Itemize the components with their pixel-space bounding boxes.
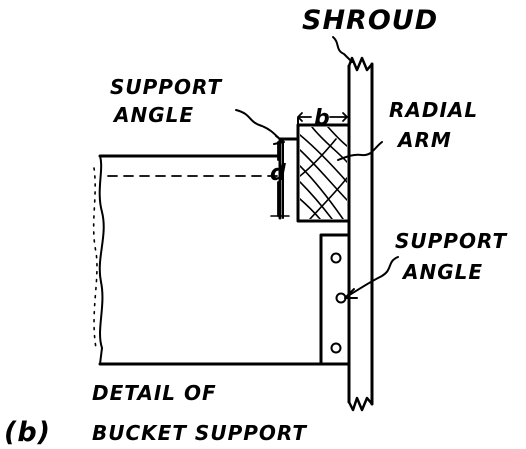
support-angle-right-label-line2: ANGLE [401,260,483,284]
support-angle-right-label-line1: SUPPORT [395,229,507,253]
bucket-body [92,154,328,366]
shroud-label: SHROUD [302,5,438,36]
dimension-b [297,112,350,127]
radial-arm-label-line1: RADIAL [389,98,478,122]
shroud-wall [347,56,374,412]
radial-arm-section [296,123,351,223]
support-angle-top-label-line1: SUPPORT [110,75,222,99]
dimension-d-label: d [270,161,287,186]
lower-support-angle-leader [344,256,399,299]
support-angle-top-label-line2: ANGLE [112,103,194,127]
caption-line1: DETAIL OF [92,381,217,405]
radial-arm-leader [337,141,383,161]
caption-line2: BUCKET SUPPORT [92,421,307,445]
bolt-hole [330,342,342,354]
radial-arm-label-line2: ARM [396,128,452,152]
lower-support-angle [319,233,351,366]
shroud-leader [332,36,353,63]
dimension-b-label: b [314,106,331,131]
part-marker-label: (b) [4,417,51,448]
bolt-hole [330,252,342,264]
dimension-d [270,141,290,217]
top-support-angle [278,137,300,220]
top-support-angle-leader [235,109,285,145]
